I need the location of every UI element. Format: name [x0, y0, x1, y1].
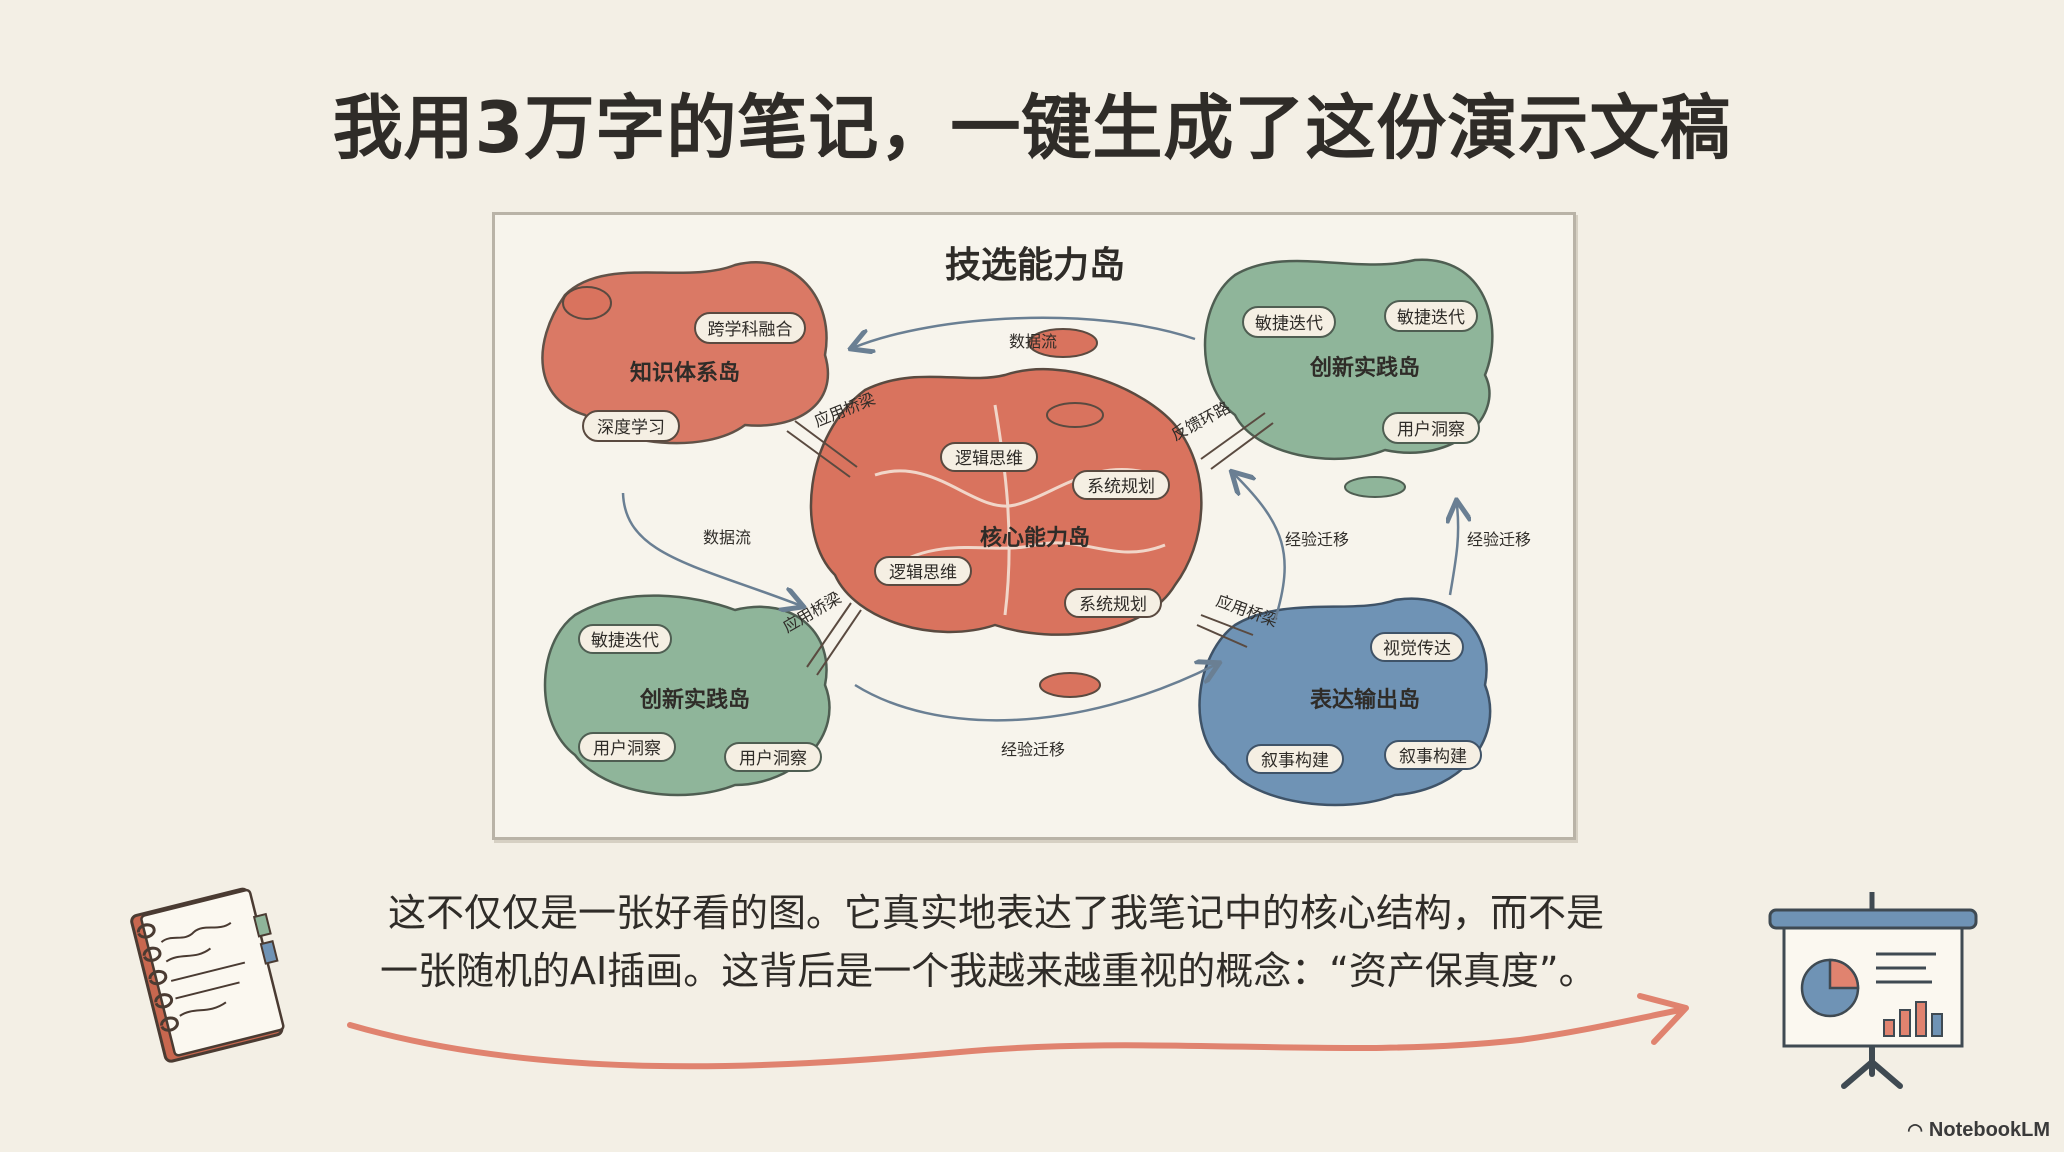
tag-core-2: 系统规划	[1087, 477, 1155, 497]
island-expression-label: 表达输出岛	[1310, 687, 1420, 713]
flow-arrows	[621, 316, 1458, 722]
notebooklm-logo-icon: ◠	[1907, 1120, 1923, 1140]
island-knowledge: 知识体系岛 跨学科融合 深度学习	[541, 261, 830, 445]
island-innovation-bottom: 创新实践岛 敏捷迭代 用户洞察 用户洞察	[543, 594, 831, 797]
tag-innovation-bottom-3: 用户洞察	[739, 749, 807, 769]
flow-label-1: 数据流	[1009, 332, 1057, 351]
tag-innovation-top-1: 敏捷迭代	[1255, 314, 1323, 334]
tag-expression-2: 叙事构建	[1261, 751, 1329, 771]
island-diagram: 技选能力岛 知识体系岛 跨学科融合 深度学习 创新实践岛 敏捷迭代 敏捷迭代 用…	[541, 245, 1531, 807]
tag-innovation-top-3: 用户洞察	[1397, 420, 1465, 440]
tag-knowledge-1: 跨学科融合	[708, 320, 793, 340]
tag-expression-1: 视觉传达	[1383, 639, 1451, 659]
island-core-label: 核心能力岛	[980, 525, 1090, 551]
notebook-icon	[130, 887, 285, 1063]
island-knowledge-label: 知识体系岛	[630, 360, 740, 386]
flow-label-5: 经验迁移	[1467, 530, 1531, 549]
tag-innovation-bottom-2: 用户洞察	[593, 739, 661, 759]
flow-label-3: 经验迁移	[1001, 740, 1065, 759]
island-diagram-frame: 技选能力岛 知识体系岛 跨学科融合 深度学习 创新实践岛 敏捷迭代 敏捷迭代 用…	[492, 212, 1576, 840]
body-line-2: 一张随机的AI插画。这背后是一个我越来越重视的概念：“资产保真度”。	[380, 949, 1597, 993]
flow-label-4: 经验迁移	[1285, 530, 1349, 549]
presentation-board-icon	[1768, 892, 1978, 1089]
slide-body-text: 这不仅仅是一张好看的图。它真实地表达了我笔记中的核心结构，而不是 一张随机的AI…	[380, 884, 1680, 1000]
tag-core-3: 逻辑思维	[889, 563, 957, 583]
bridge-label-2: 反馈环路	[1168, 398, 1233, 445]
island-core: 核心能力岛 逻辑思维 系统规划 逻辑思维 系统规划	[809, 328, 1203, 698]
tag-knowledge-2: 深度学习	[597, 418, 665, 438]
slide-title: 我用3万字的笔记，一键生成了这份演示文稿	[332, 87, 1732, 169]
island-expression: 表达输出岛 视觉传达 叙事构建 叙事构建	[1198, 597, 1492, 807]
island-innovation-top: 创新实践岛 敏捷迭代 敏捷迭代 用户洞察	[1203, 258, 1494, 498]
progress-arrow	[347, 993, 1689, 1070]
notebooklm-brand: ◠NotebookLM	[1907, 1119, 2050, 1142]
island-innovation-top-label: 创新实践岛	[1309, 355, 1420, 381]
tag-expression-3: 叙事构建	[1399, 747, 1467, 767]
island-innovation-bottom-label: 创新实践岛	[639, 687, 750, 713]
brand-label: NotebookLM	[1928, 1119, 2050, 1141]
tag-core-4: 系统规划	[1079, 595, 1147, 615]
tag-core-1: 逻辑思维	[955, 449, 1023, 469]
flow-label-2: 数据流	[703, 528, 751, 547]
tag-innovation-bottom-1: 敏捷迭代	[591, 631, 659, 651]
diagram-title: 技选能力岛	[945, 245, 1125, 286]
tag-innovation-top-2: 敏捷迭代	[1397, 308, 1465, 328]
body-line-1: 这不仅仅是一张好看的图。它真实地表达了我笔记中的核心结构，而不是	[388, 891, 1605, 935]
